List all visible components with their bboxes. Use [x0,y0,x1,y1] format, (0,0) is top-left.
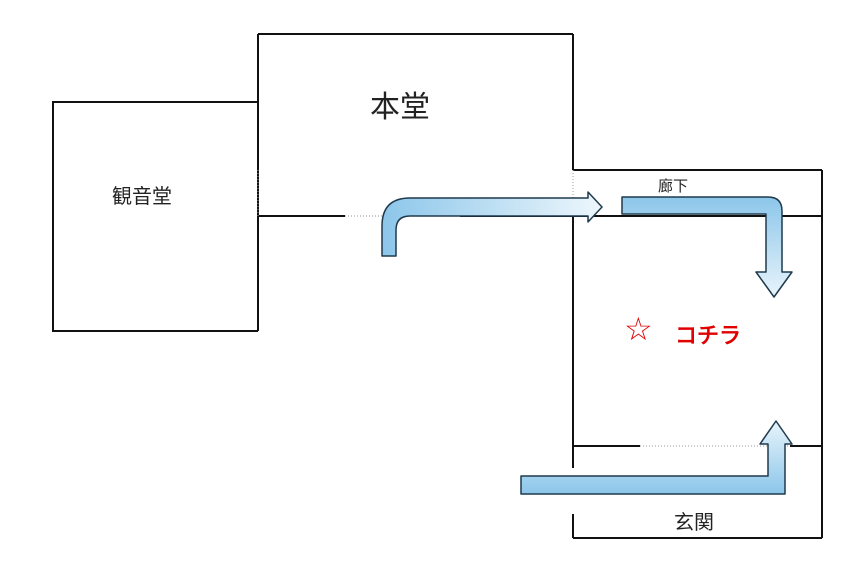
entrance-label: 玄関 [674,510,714,534]
kannon-hall-label: 観音堂 [112,184,172,208]
corridor-label: 廊下 [658,177,689,195]
route-arrow-1 [381,191,603,257]
kannon-hall-wall [52,101,258,332]
walls [52,33,823,539]
route-arrow-2 [621,196,793,298]
main-hall-label: 本堂 [370,90,430,125]
star-icon: ☆ [624,310,653,348]
route-arrow-3 [520,420,793,495]
here-label: コチラ [675,324,742,349]
